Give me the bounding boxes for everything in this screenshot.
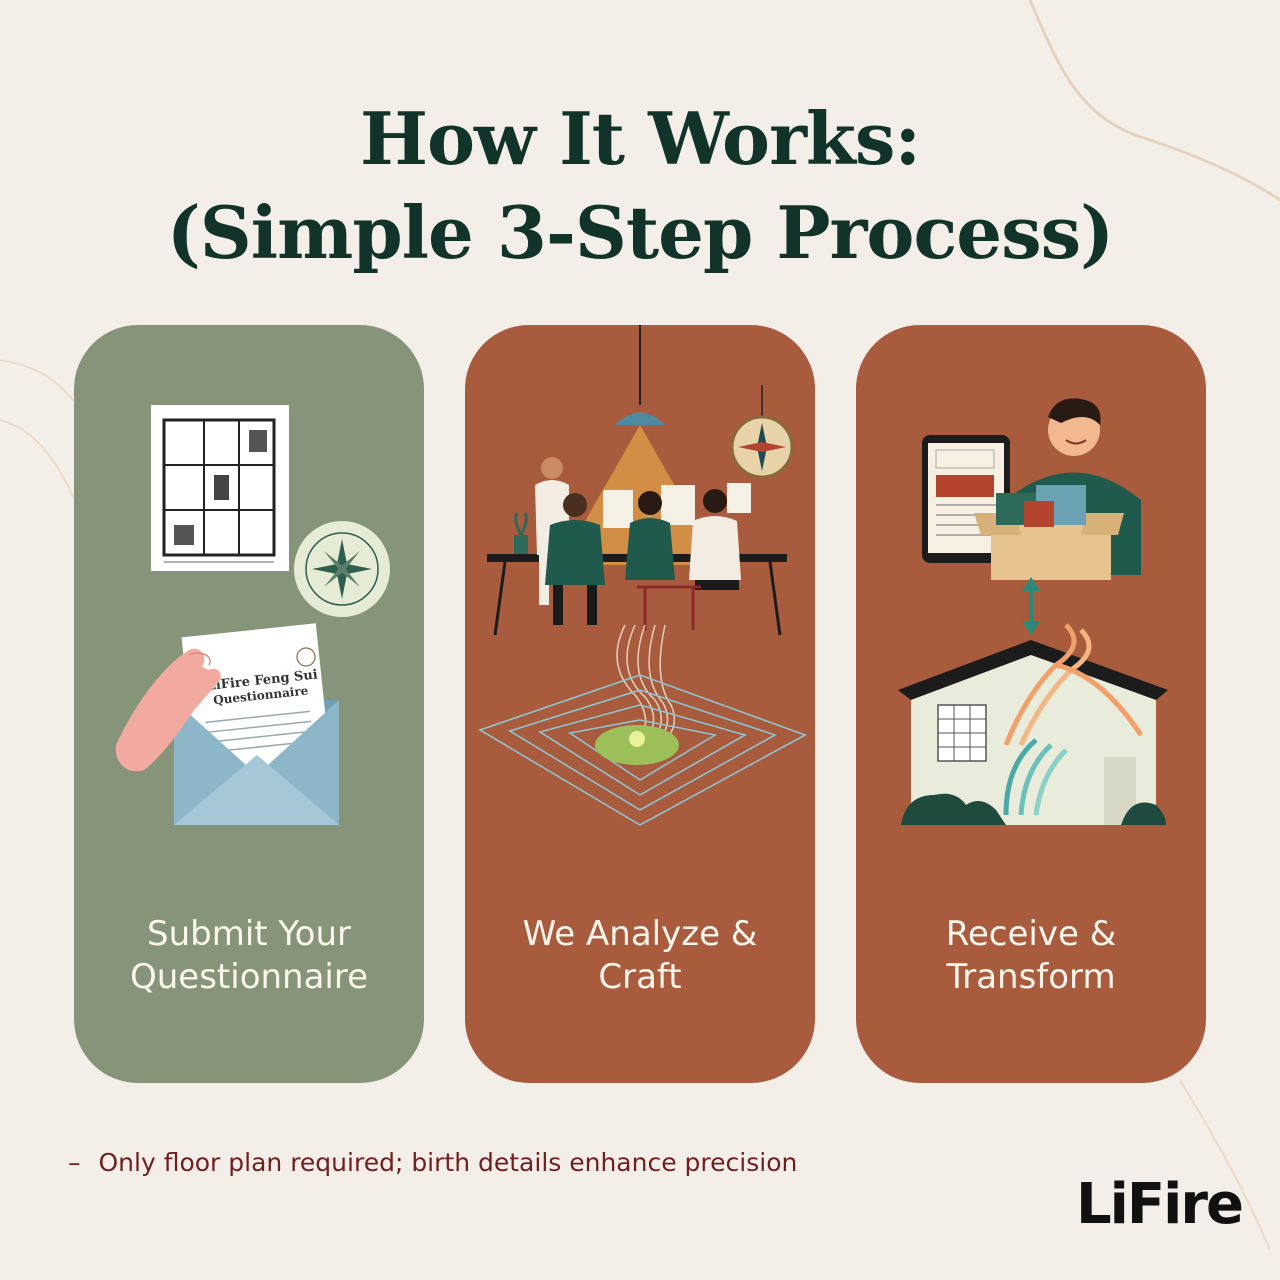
compass-icon — [730, 385, 794, 479]
footnote-text: Only floor plan required; birth details … — [98, 1148, 798, 1177]
person-icon — [625, 491, 675, 580]
title-line-1: How It Works: — [359, 96, 921, 181]
brand-logo: LiFire — [1076, 1172, 1244, 1237]
step-label-submit: Submit Your Questionnaire — [74, 913, 424, 999]
house-icon — [898, 640, 1168, 825]
exchange-arrow-icon — [1022, 577, 1040, 635]
step-card-analyze: We Analyze & Craft — [465, 325, 815, 1083]
step-label-line-1: We Analyze & — [522, 914, 758, 954]
title-line-2: (Simple 3-Step Process) — [166, 190, 1115, 275]
footnote-dash: – — [68, 1148, 81, 1177]
team-analysis-illustration — [478, 325, 807, 826]
footnote: –Only floor plan required; birth details… — [68, 1148, 797, 1177]
receive-transform-illustration — [898, 398, 1168, 825]
compass-icon — [294, 521, 390, 617]
energy-flow-icon — [1003, 623, 1144, 816]
step-label-line-2: Questionnaire — [129, 957, 369, 997]
step-label-line-1: Submit Your — [147, 914, 351, 954]
envelope-floorplan-illustration: LiFire Feng Sui Questionnaire — [115, 405, 390, 825]
energy-map-icon — [478, 674, 807, 826]
step-card-submit: LiFire Feng Sui Questionnaire Submit You… — [74, 325, 424, 1083]
step-label-line-1: Receive & — [945, 914, 1117, 954]
floor-plan-icon — [151, 405, 289, 571]
hand-icon — [115, 648, 221, 772]
person-icon — [545, 493, 605, 625]
page-title: How It Works: (Simple 3-Step Process) — [0, 92, 1280, 280]
step-label-line-2: Craft — [598, 957, 682, 997]
step-card-receive: Receive & Transform — [856, 325, 1206, 1083]
step-label-receive: Receive & Transform — [856, 913, 1206, 999]
lamp-icon — [615, 412, 665, 425]
step-label-analyze: We Analyze & Craft — [465, 913, 815, 999]
step-label-line-2: Transform — [946, 957, 1116, 997]
person-icon — [689, 489, 741, 590]
box-icon — [974, 485, 1124, 580]
